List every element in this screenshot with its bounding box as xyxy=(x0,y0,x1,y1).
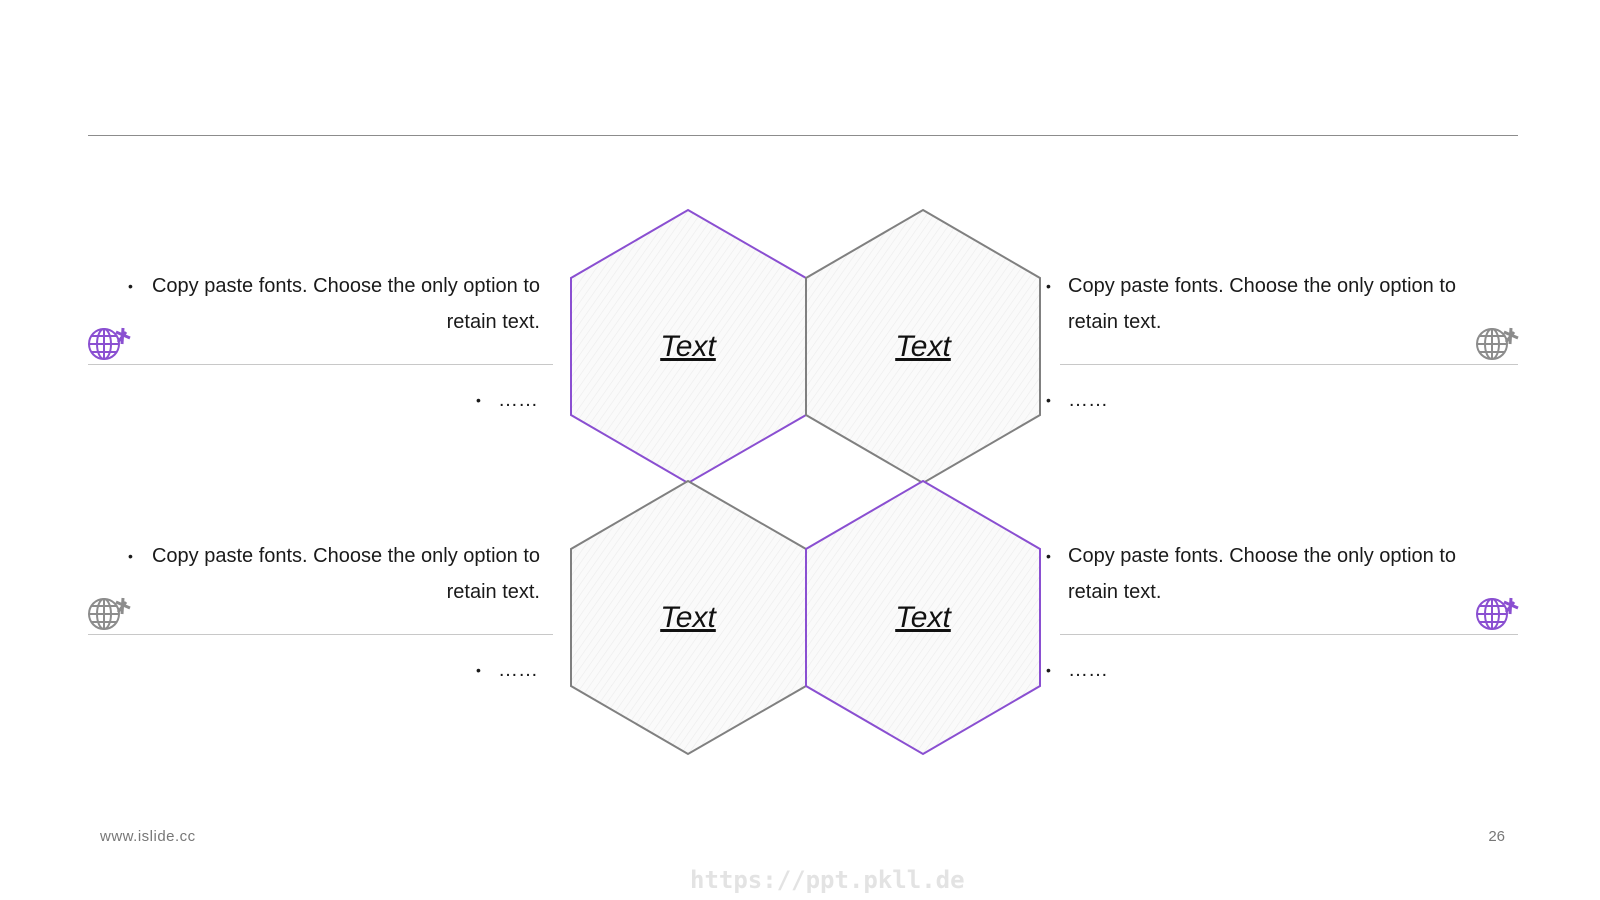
footer-url[interactable]: www.islide.cc xyxy=(100,828,196,845)
globe-plane-icon xyxy=(88,597,131,630)
block-top-left-main: • Copy paste fonts. Choose the only opti… xyxy=(120,268,540,340)
block-top-right-sub-text: …… xyxy=(1068,389,1108,411)
block-bottom-left-line2: retain text. xyxy=(446,581,540,603)
block-top-right-main: • Copy paste fonts. Choose the only opti… xyxy=(1046,268,1508,340)
block-bottom-left-line1: Copy paste fonts. Choose the only option… xyxy=(151,545,540,567)
divider-top-right xyxy=(1060,364,1518,365)
divider-bottom-left xyxy=(88,634,553,635)
hexagon-label-4: Text xyxy=(895,601,952,634)
hexagon-top-right: Text xyxy=(805,208,1041,485)
hexagon-top-left: Text xyxy=(570,208,807,485)
icon-bottom-left xyxy=(86,594,134,634)
page-number: 26 xyxy=(1488,828,1505,845)
hexagon-bottom-left: Text xyxy=(570,479,807,756)
watermark-text: https://ppt.pkll.de xyxy=(690,866,965,894)
block-top-right-line1: Copy paste fonts. Choose the only option… xyxy=(1068,275,1457,297)
block-bottom-right-sub-text: …… xyxy=(1068,659,1108,681)
block-top-left-line1: Copy paste fonts. Choose the only option… xyxy=(151,275,540,297)
hexagon-label-1: Text xyxy=(660,330,717,363)
block-bottom-right-line1: Copy paste fonts. Choose the only option… xyxy=(1068,545,1457,567)
hexagon-label-2: Text xyxy=(895,330,952,363)
divider-bottom-right xyxy=(1060,634,1518,635)
block-bottom-right-main: • Copy paste fonts. Choose the only opti… xyxy=(1046,538,1508,610)
hexagon-bottom-right: Text xyxy=(805,479,1041,756)
divider-top-left xyxy=(88,364,553,365)
icon-bottom-right xyxy=(1474,594,1522,634)
block-top-left-line2: retain text. xyxy=(446,311,540,333)
block-bottom-right-sub: • …… xyxy=(1046,659,1108,681)
block-top-left-sub-text: …… xyxy=(498,389,538,411)
globe-plane-icon xyxy=(1476,597,1519,630)
block-bottom-left-sub-text: …… xyxy=(498,659,538,681)
globe-plane-icon xyxy=(1476,327,1519,360)
block-bottom-right-line2: retain text. xyxy=(1068,581,1162,603)
block-top-right-sub: • …… xyxy=(1046,389,1108,411)
block-top-right-line2: retain text. xyxy=(1068,311,1162,333)
globe-plane-icon xyxy=(88,327,131,360)
icon-top-right xyxy=(1474,324,1522,364)
icon-top-left xyxy=(86,324,134,364)
hexagon-label-3: Text xyxy=(660,601,717,634)
block-bottom-left-main: • Copy paste fonts. Choose the only opti… xyxy=(120,538,540,610)
header-divider xyxy=(88,135,1518,136)
